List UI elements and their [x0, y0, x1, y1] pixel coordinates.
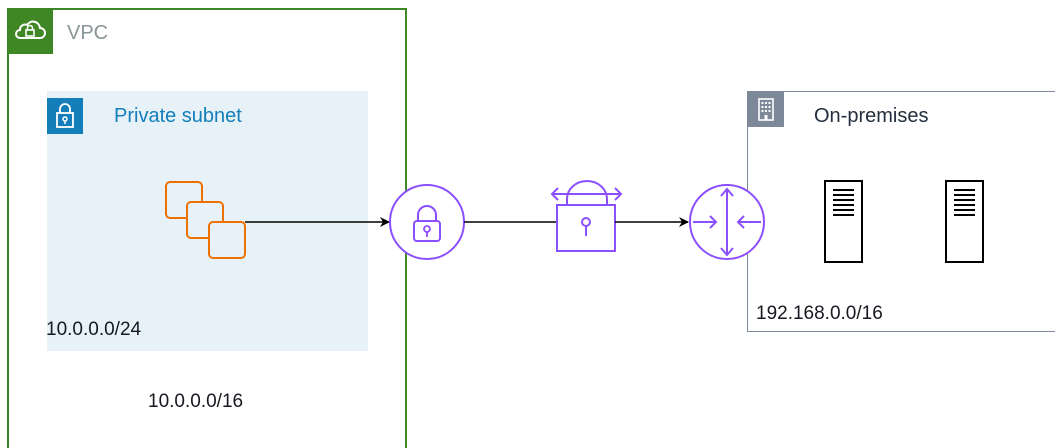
- vpc-cidr: 10.0.0.0/16: [148, 391, 244, 412]
- lock-icon: [56, 103, 74, 128]
- vpn-connection-icon: [550, 180, 623, 252]
- on-premises-badge: [748, 91, 784, 127]
- on-premises-cidr: 192.168.0.0/16: [756, 303, 883, 324]
- subnet-cidr: 10.0.0.0/24: [46, 319, 142, 340]
- vpc-badge: [7, 8, 53, 54]
- router-icon: [689, 184, 765, 260]
- server-icon: [945, 180, 984, 263]
- vpn-gateway-icon: [389, 184, 465, 260]
- instances-icon: [165, 181, 246, 259]
- building-icon: [758, 98, 774, 121]
- vpc-label: VPC: [67, 22, 109, 44]
- subnet-label: Private subnet: [114, 105, 242, 127]
- subnet-badge: [47, 98, 83, 134]
- on-premises-label: On-premises: [814, 105, 929, 127]
- diagram-graphics: [165, 180, 984, 263]
- cloud-lock-icon: [15, 20, 46, 39]
- server-icon: [824, 180, 863, 263]
